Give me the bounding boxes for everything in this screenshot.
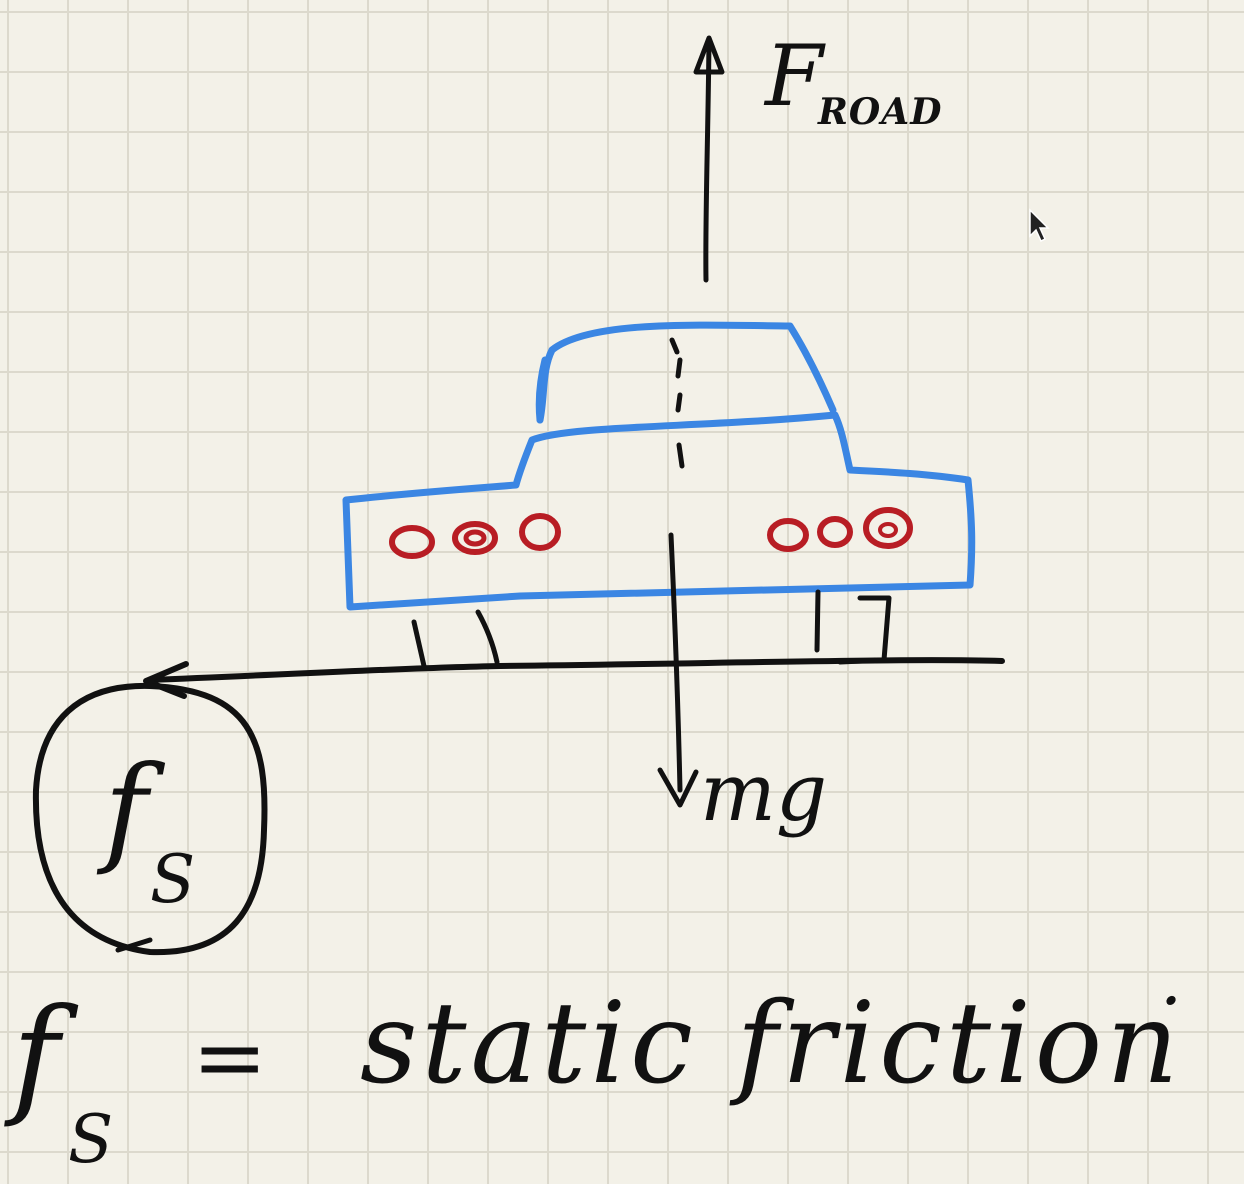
road-force-label: F xyxy=(763,27,826,125)
road-force-subscript: ROAD xyxy=(817,91,942,133)
definition-equation: f S = static friction · xyxy=(4,960,1182,1178)
equation-lhs-subscript: S xyxy=(68,1101,113,1178)
car-windows xyxy=(389,507,913,559)
weight-label: mg xyxy=(700,746,827,839)
equation-operator: = xyxy=(192,1005,267,1110)
circled-friction-symbol xyxy=(32,682,268,956)
cursor-arrow-icon xyxy=(1029,208,1050,243)
friction-subscript: S xyxy=(150,841,195,918)
car-body xyxy=(342,321,976,611)
center-dashed-line xyxy=(669,337,685,469)
car-wheels xyxy=(411,589,892,669)
equation-rhs: static friction xyxy=(360,979,1182,1109)
equation-trailing-dot: · xyxy=(1160,960,1182,1042)
road-force-arrow xyxy=(693,35,725,283)
ground-friction-arrow xyxy=(143,657,1005,699)
weight-arrow xyxy=(657,532,699,808)
